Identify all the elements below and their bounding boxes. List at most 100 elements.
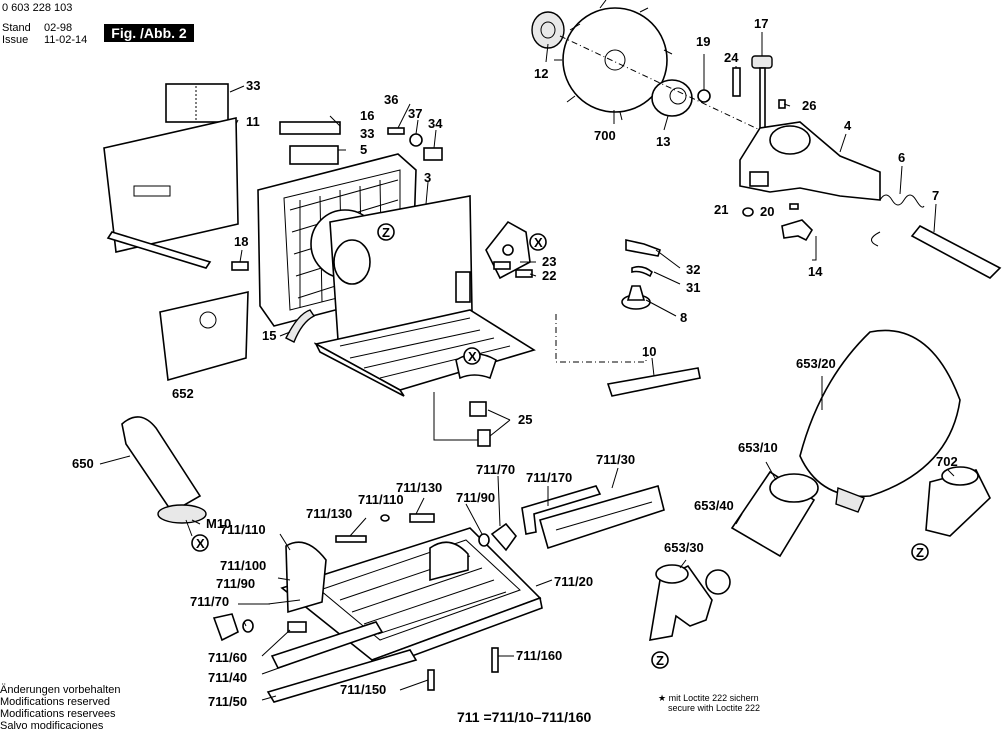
assembly-formula: 711 =711/10–711/160 (457, 709, 592, 725)
label-34: 34 (428, 116, 443, 131)
callout-z-4: Z (0, 0, 8, 3)
washer-37 (409, 133, 423, 147)
label-4: 4 (844, 118, 852, 133)
label-711-130b: 711/130 (306, 506, 352, 521)
label-16 (279, 121, 341, 135)
label-711-30: 711/30 (596, 452, 635, 467)
callout-x-2: X (468, 349, 477, 364)
label-7: 7 (932, 188, 939, 203)
label-31: 31 (686, 280, 700, 295)
note-de: Änderungen vorbehalten (0, 684, 121, 696)
washer-19 (697, 89, 711, 103)
note-en: Modifications reserved (0, 696, 111, 708)
stand-value: 02-98 (44, 22, 73, 34)
adapter-653-10 (730, 470, 819, 558)
label-711-70b: 711/70 (190, 594, 229, 609)
label-3: 3 (424, 170, 431, 185)
flange (651, 79, 693, 117)
washer-711-110 (380, 514, 390, 522)
label-5: 5 (360, 142, 367, 157)
label-26: 26 (802, 98, 816, 113)
label-17: 17 (754, 16, 768, 31)
label-652: 652 (172, 386, 194, 401)
label-plate-33 (165, 83, 229, 123)
screw-24 (732, 67, 741, 97)
base-frame (313, 271, 536, 397)
handle-650 (121, 416, 207, 537)
label-711-40: 711/40 (208, 670, 247, 685)
label-711-100: 711/100 (220, 558, 266, 573)
label-25: 25 (518, 412, 532, 427)
spring (879, 194, 925, 208)
ring-653-40 (705, 569, 731, 595)
label-711-90b: 711/90 (216, 576, 255, 591)
clamp-711-60 (287, 621, 307, 633)
pin-20 (789, 203, 799, 210)
pin-18 (231, 261, 249, 271)
bevel-bracket (485, 220, 533, 280)
label-19: 19 (696, 34, 710, 49)
screw-711-130b (409, 513, 435, 523)
screw-25a (469, 401, 487, 417)
screw-25b (477, 429, 491, 447)
loctite-en: secure with Loctite 222 (668, 703, 761, 713)
plate-34 (423, 147, 443, 161)
label-33b (289, 145, 339, 165)
label-650: 650 (72, 456, 94, 471)
label-22: 22 (542, 268, 556, 283)
rail-711-50 (266, 649, 418, 703)
loctite-de: ★ mit Loctite 222 sichern (658, 693, 759, 703)
callout-z-1: Z (382, 225, 390, 240)
base-plate-711 (280, 527, 543, 672)
screw-711-130 (335, 535, 367, 543)
label-711-20: 711/20 (554, 574, 593, 589)
washer-711-90 (242, 619, 254, 633)
tube-702 (925, 466, 991, 537)
callout-x-3: X (196, 536, 205, 551)
knob-711-70 (212, 613, 239, 642)
part-number: 0 603 228 103 (2, 2, 73, 14)
label-711-160: 711/160 (516, 648, 562, 663)
elbow-653-30 (649, 564, 713, 641)
label-653-40: 653/40 (694, 498, 734, 513)
label-20: 20 (760, 204, 774, 219)
label-10: 10 (642, 344, 656, 359)
note-fr: Modifications reservees (0, 708, 116, 720)
stand-label: Stand (2, 22, 31, 34)
label-711-130a: 711/130 (396, 480, 442, 495)
screw-711-160 (491, 647, 499, 673)
modification-notes: Änderungen vorbehalten Modifications res… (0, 684, 120, 732)
clamp-14 (781, 219, 814, 242)
label-23: 23 (542, 254, 556, 269)
clip-32 (625, 239, 662, 257)
figure-badge: Fig. /Abb. 2 (104, 24, 194, 42)
side-panel-652 (159, 290, 249, 382)
label-32: 32 (686, 262, 700, 277)
label-8: 8 (680, 310, 687, 325)
label-12: 12 (534, 66, 548, 81)
label-702: 702 (936, 454, 958, 469)
label-6: 6 (898, 150, 905, 165)
label-33a: 33 (246, 78, 260, 93)
note-es: Salvo modificaciones (0, 720, 104, 732)
cover-plate-11 (103, 117, 239, 253)
label-711-110b: 711/110 (220, 522, 266, 537)
dust-bag (799, 329, 961, 513)
label-36: 36 (384, 92, 398, 107)
label-21: 21 (714, 202, 728, 217)
label-11: 11 (246, 114, 260, 129)
label-15: 15 (262, 328, 276, 343)
washer-711-90b (478, 533, 490, 547)
label-711-50: 711/50 (208, 694, 247, 709)
parallel-fence (539, 485, 665, 550)
locking-knob (751, 55, 773, 133)
label-33b: 33 (360, 126, 374, 141)
label-711-70a: 711/70 (476, 462, 515, 477)
label-711-170: 711/170 (526, 470, 572, 485)
spring-31 (631, 265, 654, 278)
label-37: 37 (408, 106, 422, 121)
knob-8 (621, 285, 651, 310)
label-14: 14 (808, 264, 823, 279)
label-653-10: 653/10 (738, 440, 778, 455)
